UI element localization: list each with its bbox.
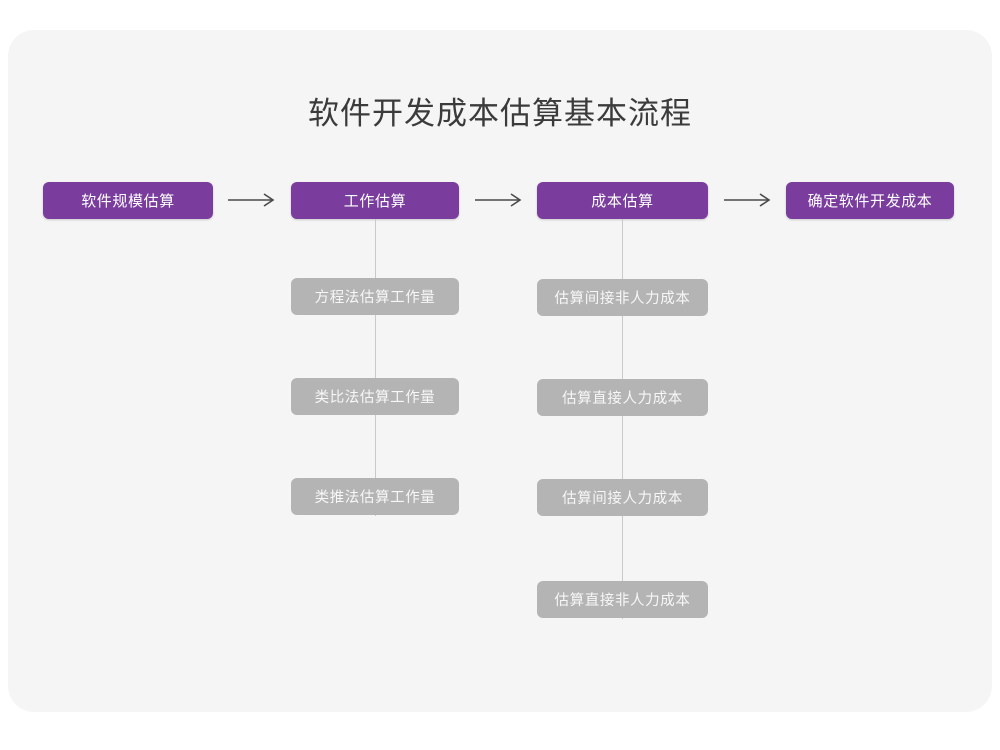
flow-node-label: 确定软件开发成本 (807, 193, 933, 210)
branch-node-label: 估算间接人力成本 (562, 491, 683, 507)
branch-node-label: 类比法估算工作量 (314, 390, 436, 406)
arrow-right-icon-1 (225, 189, 280, 211)
connector-line-work-estimation (375, 219, 376, 516)
flow-node-software-scale-estimation[interactable]: 软件规模估算 (43, 182, 213, 219)
page-title: 软件开发成本估算基本流程 (308, 96, 692, 131)
diagram-card (8, 30, 992, 712)
arrow-right-icon-2 (472, 189, 527, 211)
branch-node-label: 估算直接人力成本 (562, 391, 683, 407)
flow-node-label: 软件规模估算 (81, 193, 175, 210)
connector-line-cost-estimation (622, 219, 623, 619)
branch-node-label: 类推法估算工作量 (314, 490, 436, 506)
flow-node-determine-development-cost[interactable]: 确定软件开发成本 (786, 182, 954, 219)
branch-node-analogical-method-effort[interactable]: 类推法估算工作量 (291, 478, 459, 515)
flow-node-label: 工作估算 (343, 193, 407, 210)
arrow-right-icon-3 (721, 189, 776, 211)
branch-node-label: 方程法估算工作量 (314, 290, 436, 306)
branch-node-label: 估算直接非人力成本 (554, 593, 691, 609)
branch-node-direct-labor-cost[interactable]: 估算直接人力成本 (537, 379, 708, 416)
branch-node-label: 估算间接非人力成本 (554, 291, 691, 307)
branch-node-equation-method-effort[interactable]: 方程法估算工作量 (291, 278, 459, 315)
flow-node-work-estimation[interactable]: 工作估算 (291, 182, 459, 219)
flow-node-cost-estimation[interactable]: 成本估算 (537, 182, 708, 219)
branch-node-direct-nonlabor-cost[interactable]: 估算直接非人力成本 (537, 581, 708, 618)
branch-node-analogy-method-effort[interactable]: 类比法估算工作量 (291, 378, 459, 415)
branch-node-indirect-nonlabor-cost[interactable]: 估算间接非人力成本 (537, 279, 708, 316)
branch-node-indirect-labor-cost[interactable]: 估算间接人力成本 (537, 479, 708, 516)
flow-node-label: 成本估算 (591, 193, 654, 210)
